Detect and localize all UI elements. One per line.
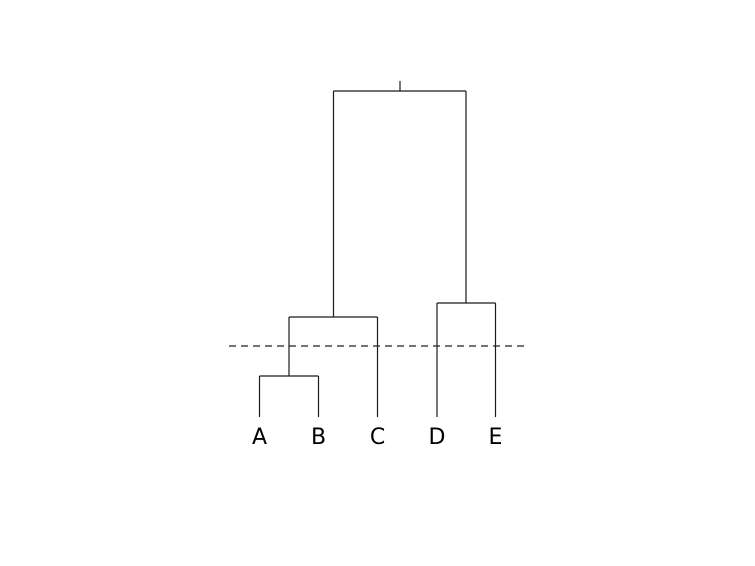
dendrogram-tree [258,81,497,417]
leaf-label-c: C [370,425,385,450]
leaf-labels: A B C D E [252,425,502,450]
leaf-label-a: A [252,425,267,450]
leaf-label-d: D [429,425,446,450]
leaf-label-e: E [489,425,503,450]
leaf-label-b: B [311,425,326,450]
